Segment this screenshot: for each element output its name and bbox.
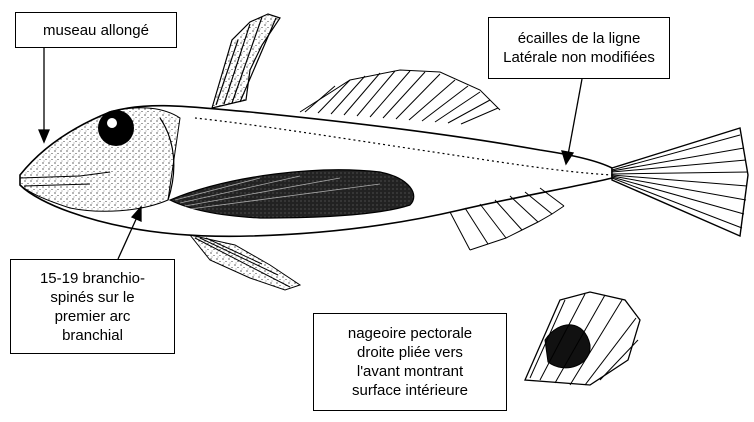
label-text: l'avant montrant [357,362,463,381]
pointer-lateral-line [562,79,582,164]
label-text: museau allongé [43,21,149,40]
caudal-fin [612,128,748,236]
label-text: premier arc [55,307,131,326]
label-text: spinés sur le [50,288,134,307]
pointer-snout [39,48,49,142]
label-lateral-line-scales: écailles de la ligne Latérale non modifi… [488,17,670,79]
first-dorsal-fin [212,14,280,108]
label-elongated-snout: museau allongé [15,12,177,48]
label-pectoral-fin: nageoire pectorale droite pliée vers l'a… [313,313,507,411]
folded-pectoral-fin [525,292,640,385]
second-dorsal-fin [300,70,500,124]
label-text: Latérale non modifiées [503,48,655,67]
label-text: 15-19 branchio- [40,269,145,288]
label-text: droite pliée vers [357,343,463,362]
label-text: branchial [62,326,123,345]
pelvic-fin [190,235,300,290]
label-text: surface intérieure [352,381,468,400]
label-gill-rakers: 15-19 branchio- spinés sur le premier ar… [10,259,175,354]
label-text: nageoire pectorale [348,324,472,343]
label-text: écailles de la ligne [518,29,641,48]
